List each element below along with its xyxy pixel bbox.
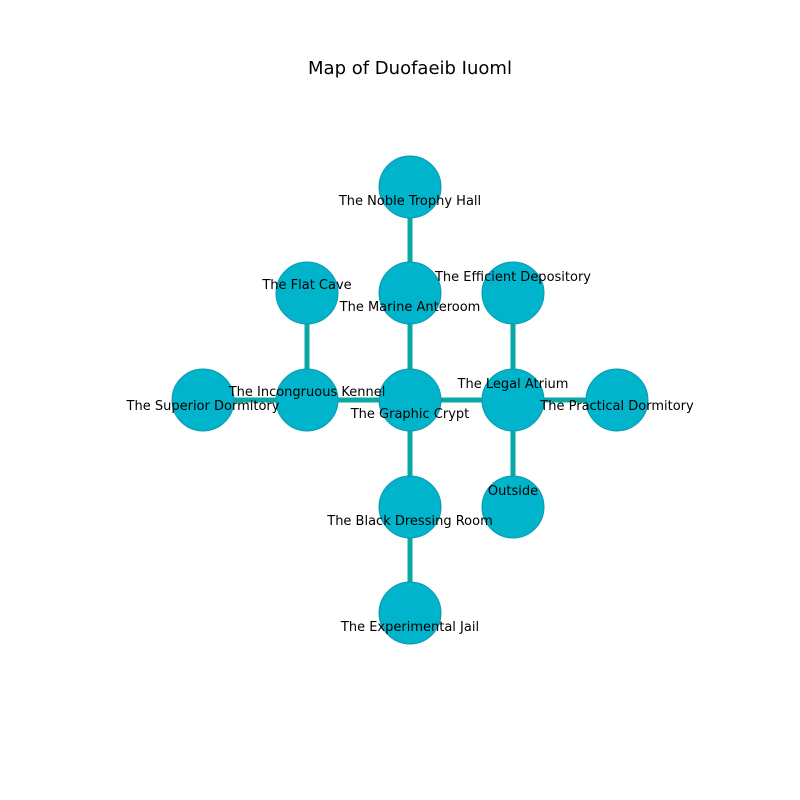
room-label-incongruous-kennel: The Incongruous Kennel (228, 385, 386, 400)
room-node-practical-dormitory (585, 368, 649, 432)
room-node-marine-anteroom (378, 261, 442, 325)
room-label-outside: Outside (488, 484, 538, 499)
room-label-graphic-crypt: The Graphic Crypt (350, 407, 470, 422)
room-node-black-dressing-room (378, 475, 442, 539)
room-node-noble-trophy-hall (378, 155, 442, 219)
room-label-efficient-depository: The Efficient Depository (434, 270, 591, 285)
room-node-incongruous-kennel (275, 368, 339, 432)
room-label-marine-anteroom: The Marine Anteroom (339, 300, 481, 315)
room-node-legal-atrium (481, 368, 545, 432)
room-label-flat-cave: The Flat Cave (261, 278, 351, 293)
rooms-layer (171, 155, 649, 645)
room-node-efficient-depository (481, 261, 545, 325)
room-node-experimental-jail (378, 581, 442, 645)
room-label-black-dressing-room: The Black Dressing Room (326, 514, 492, 529)
room-label-practical-dormitory: The Practical Dormitory (539, 399, 694, 414)
room-label-noble-trophy-hall: The Noble Trophy Hall (338, 194, 481, 209)
room-label-experimental-jail: The Experimental Jail (340, 620, 479, 635)
room-node-flat-cave (275, 261, 339, 325)
room-label-superior-dormitory: The Superior Dormitory (126, 399, 280, 414)
room-node-graphic-crypt (378, 368, 442, 432)
map-title: Map of Duofaeib Iuoml (308, 58, 512, 79)
room-node-superior-dormitory (171, 368, 235, 432)
room-node-outside (481, 475, 545, 539)
room-label-legal-atrium: The Legal Atrium (457, 377, 569, 392)
